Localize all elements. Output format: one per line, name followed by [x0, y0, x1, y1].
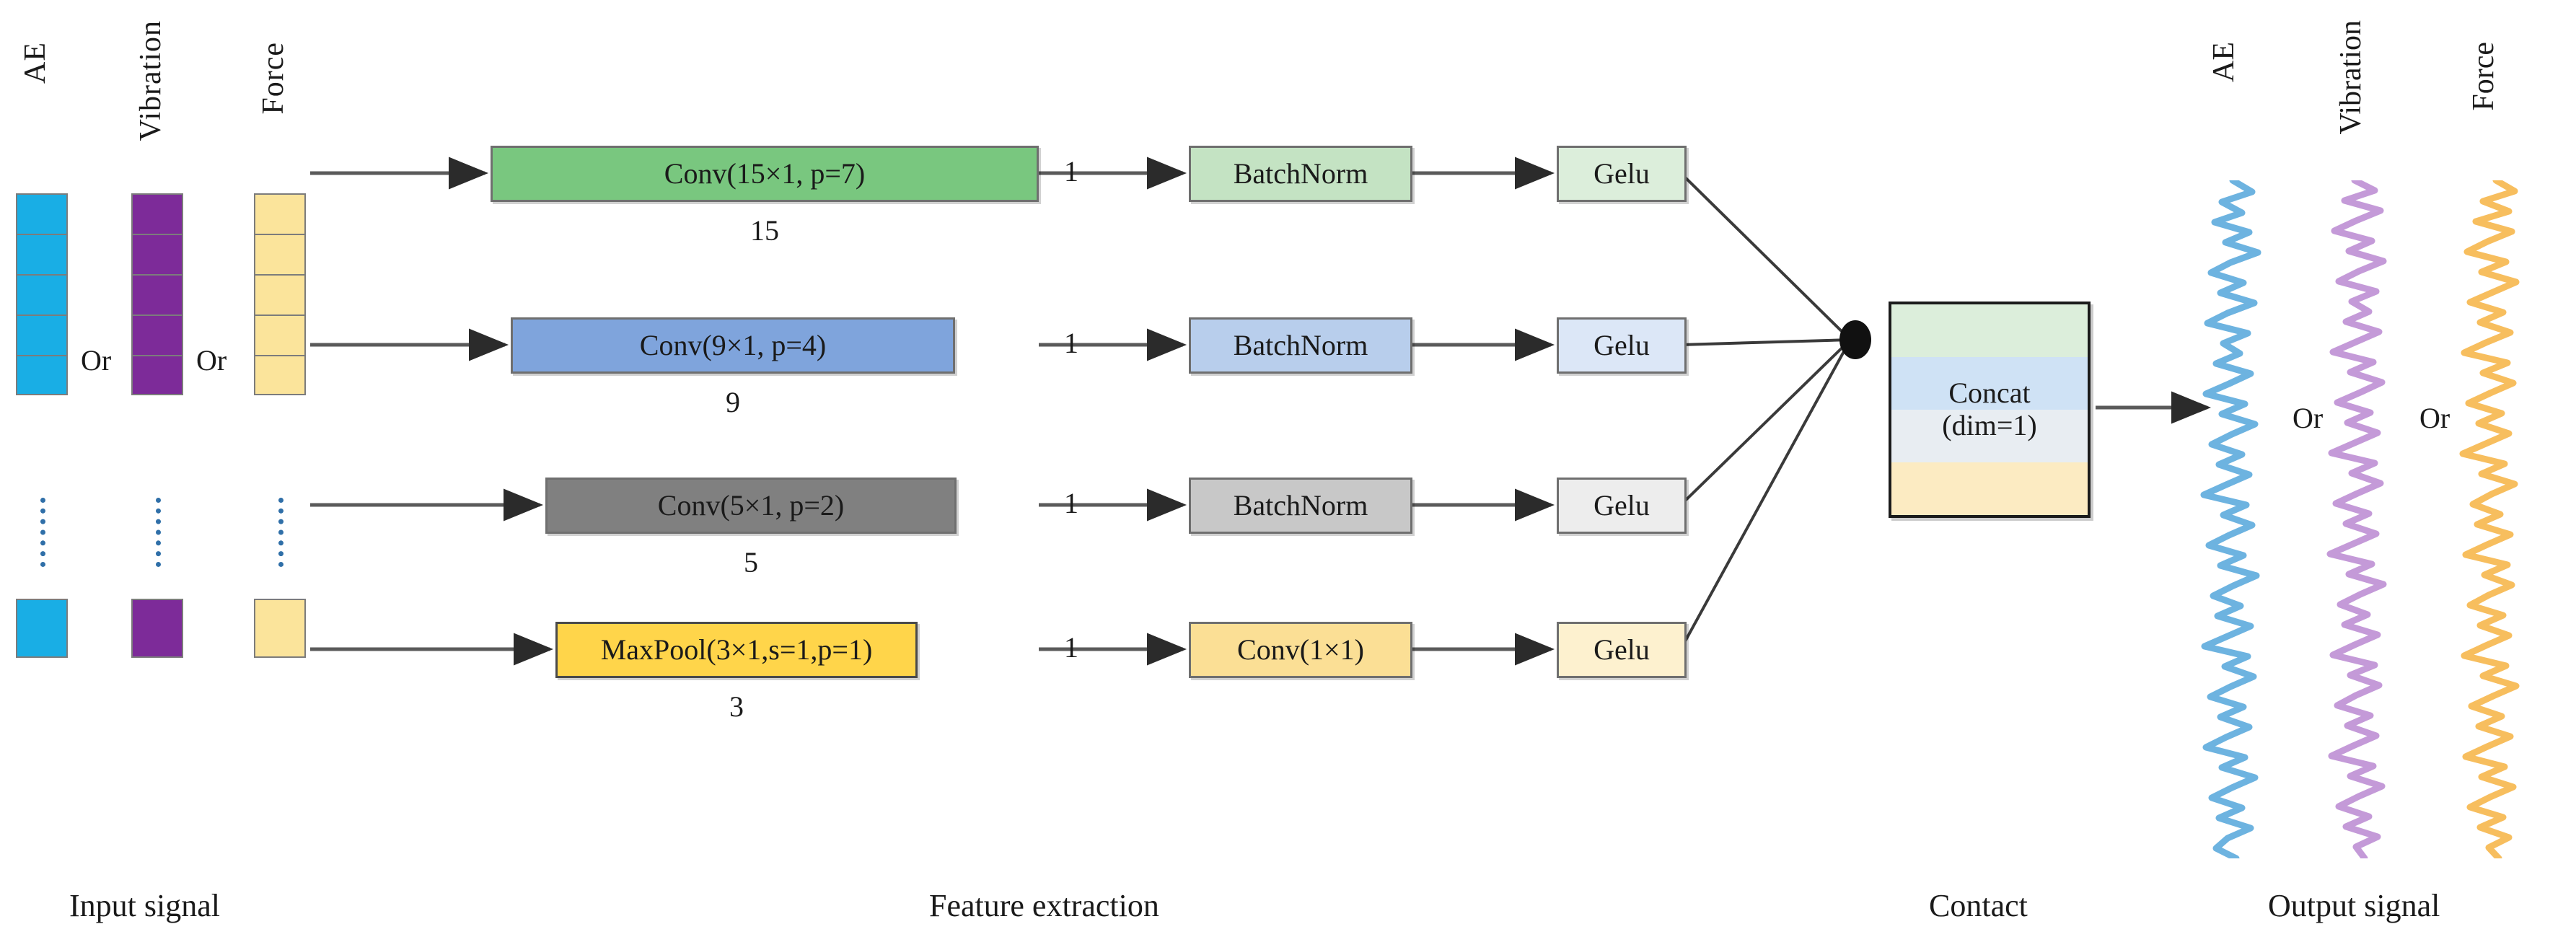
- input-cell: [254, 314, 306, 355]
- input-cell: [131, 314, 183, 355]
- input-or-label-1: Or: [81, 344, 112, 377]
- channel-label-2: 1: [1064, 327, 1078, 359]
- batchnorm-block-1[interactable]: BatchNorm: [1189, 146, 1412, 202]
- input-cell: [254, 274, 306, 314]
- concat-label-wrap: Concat (dim=1): [1891, 304, 2088, 515]
- input-column-label-ae: AE: [19, 42, 52, 84]
- conv1x1-block-4[interactable]: Conv(1×1): [1189, 622, 1412, 678]
- output-or-label-1: Or: [2293, 402, 2324, 434]
- output-waveform-force: [2459, 180, 2520, 858]
- input-cell: [254, 234, 306, 274]
- gelu-block-4[interactable]: Gelu: [1557, 622, 1687, 678]
- gelu-block-2[interactable]: Gelu: [1557, 317, 1687, 374]
- input-cell: [131, 193, 183, 234]
- conv-block-1[interactable]: Conv(15×1, p=7): [491, 146, 1039, 202]
- conv-to-norm-arrows: [1039, 157, 1187, 666]
- concat-label-line2: (dim=1): [1942, 409, 2037, 441]
- output-column-label-force: Force: [2467, 42, 2500, 111]
- conv-block-2[interactable]: Conv(9×1, p=4): [511, 317, 955, 374]
- concat-label-line1: Concat: [1948, 377, 2031, 410]
- caption-output-signal: Output signal: [2268, 888, 2440, 923]
- input-cell: [16, 274, 68, 314]
- input-cell: [16, 193, 68, 234]
- input-cell: [16, 314, 68, 355]
- input-cell-tail: [131, 599, 183, 658]
- channel-label-3: 1: [1064, 487, 1078, 519]
- input-cell: [16, 234, 68, 274]
- output-waveform-ae: [2200, 180, 2261, 858]
- input-cell: [131, 274, 183, 314]
- concat-band-yellow: [1891, 462, 2088, 515]
- gelu-to-concat-edges: [1679, 172, 1852, 650]
- output-column-label-vibration: Vibration: [2334, 20, 2368, 135]
- concat-band-green: [1891, 304, 2088, 357]
- output-waveform-vibration: [2326, 180, 2387, 858]
- input-column-label-vibration: Vibration: [134, 20, 167, 141]
- kernel-size-label-2: 9: [726, 386, 740, 418]
- caption-feature-extraction: Feature extraction: [929, 888, 1159, 923]
- concat-band-gray: [1891, 410, 2088, 462]
- input-cell-tail: [254, 599, 306, 658]
- input-column-label-force: Force: [257, 42, 290, 115]
- caption-input-signal: Input signal: [69, 888, 220, 923]
- channel-label-4: 1: [1064, 631, 1078, 664]
- concat-junction-dot: [1839, 320, 1871, 359]
- gelu-block-1[interactable]: Gelu: [1557, 146, 1687, 202]
- input-ellipsis-dots: [40, 498, 45, 567]
- batchnorm-block-2[interactable]: BatchNorm: [1189, 317, 1412, 374]
- input-cell: [16, 355, 68, 395]
- kernel-size-label-3: 5: [744, 546, 758, 579]
- norm-to-gelu-arrows: [1410, 157, 1555, 666]
- input-cell: [131, 234, 183, 274]
- caption-contact: Contact: [1929, 888, 2028, 923]
- gelu-block-3[interactable]: Gelu: [1557, 478, 1687, 534]
- output-column-label-ae: AE: [2207, 42, 2241, 82]
- input-cell: [254, 355, 306, 395]
- conv-block-3[interactable]: Conv(5×1, p=2): [545, 478, 957, 534]
- concat-band-blue: [1891, 357, 2088, 410]
- input-cell-tail: [16, 599, 68, 658]
- input-cell: [254, 193, 306, 234]
- channel-label-1: 1: [1064, 155, 1078, 188]
- kernel-size-label-1: 15: [750, 214, 779, 247]
- input-cell: [131, 355, 183, 395]
- input-ellipsis-dots: [156, 498, 161, 567]
- concat-block[interactable]: Concat (dim=1): [1889, 302, 2091, 518]
- input-or-label-2: Or: [196, 344, 227, 377]
- input-ellipsis-dots: [278, 498, 283, 567]
- kernel-size-label-4: 3: [729, 690, 744, 723]
- maxpool-block-4[interactable]: MaxPool(3×1,s=1,p=1): [555, 622, 918, 678]
- output-or-label-2: Or: [2419, 402, 2450, 434]
- batchnorm-block-3[interactable]: BatchNorm: [1189, 478, 1412, 534]
